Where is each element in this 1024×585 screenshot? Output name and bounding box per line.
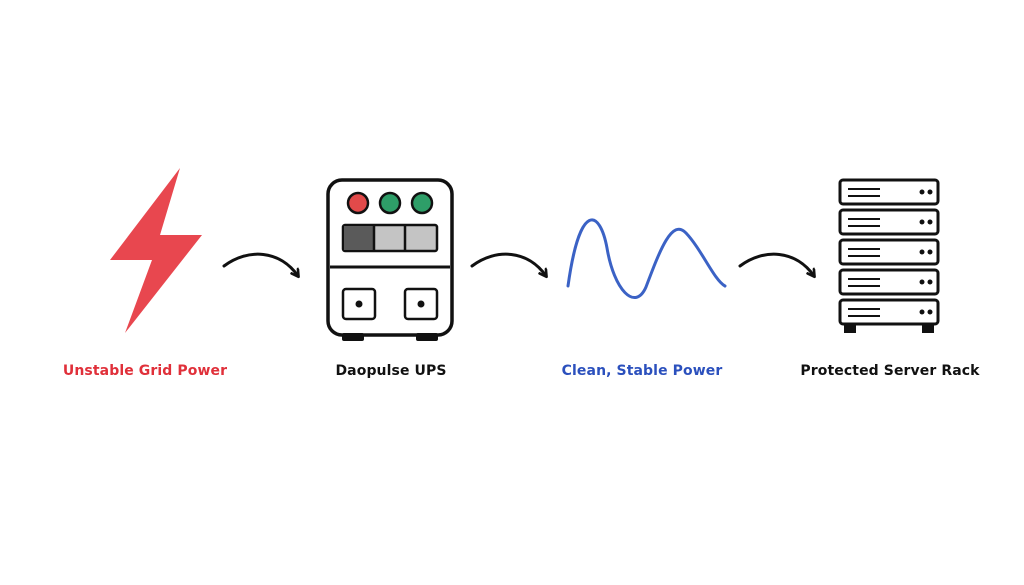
label-unstable-grid-power: Unstable Grid Power — [62, 363, 228, 379]
sine-wave-icon — [566, 218, 727, 299]
label-daopulse-ups: Daopulse UPS — [335, 363, 447, 379]
label-protected-server-rack: Protected Server Rack — [800, 363, 980, 379]
red-indicator-light — [346, 191, 370, 215]
label-clean-stable-power: Clean, Stable Power — [561, 363, 723, 379]
ups-device-icon — [326, 178, 454, 341]
green-indicator-light — [410, 191, 434, 215]
lightning-bolt-icon — [110, 168, 202, 333]
curved-arrow-icon — [738, 252, 814, 276]
curved-arrow-icon — [222, 252, 298, 276]
green-indicator-light — [378, 191, 402, 215]
curved-arrow-icon — [470, 252, 546, 276]
server-rack-icon — [838, 178, 940, 333]
